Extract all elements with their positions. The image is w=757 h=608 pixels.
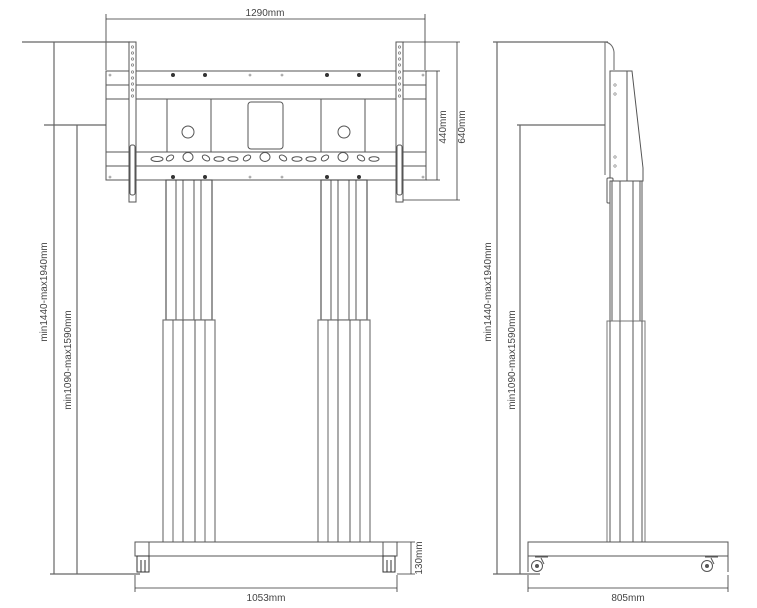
dimension-label-width-top: 1290mm [246,8,285,19]
side-view: min1440-max1940mm min1090-max1590mm [483,41,729,604]
mounting-plate [105,70,427,181]
side-base [527,541,729,572]
dimension-bracket-heights [403,41,460,201]
dimension-side-base [527,575,729,592]
front-base [134,541,398,573]
right-bracket [395,41,404,203]
dimension-base [134,541,415,592]
dimension-label-total-height-side: min1440-max1940mm [483,242,494,342]
bracket-holes [131,45,401,98]
plate-holes [108,73,425,179]
dimension-label-130: 130mm [414,541,425,574]
left-column [162,179,216,547]
dimension-label-1053: 1053mm [247,593,286,604]
caster-left [531,556,548,572]
dimension-label-center-height-side: min1090-max1590mm [507,310,518,410]
dimension-1290 [105,14,426,70]
front-height-dimension-lines [22,41,140,575]
dimension-label-total-height-front: min1440-max1940mm [39,242,50,342]
caster-right [701,556,718,572]
side-bracket-holes [613,83,617,168]
left-bracket [128,41,137,203]
dimension-label-805: 805mm [611,593,644,604]
side-column [606,180,646,543]
front-view: 1290mm min1440-max1940mm min1090-max1590… [22,8,468,604]
dimension-label-440: 440mm [438,110,449,143]
side-height-dimension-lines [493,41,608,575]
plate-bolts [171,73,361,179]
right-column [317,179,371,547]
dimension-label-640: 640mm [457,110,468,143]
dimension-label-center-height-front: min1090-max1590mm [63,310,74,410]
